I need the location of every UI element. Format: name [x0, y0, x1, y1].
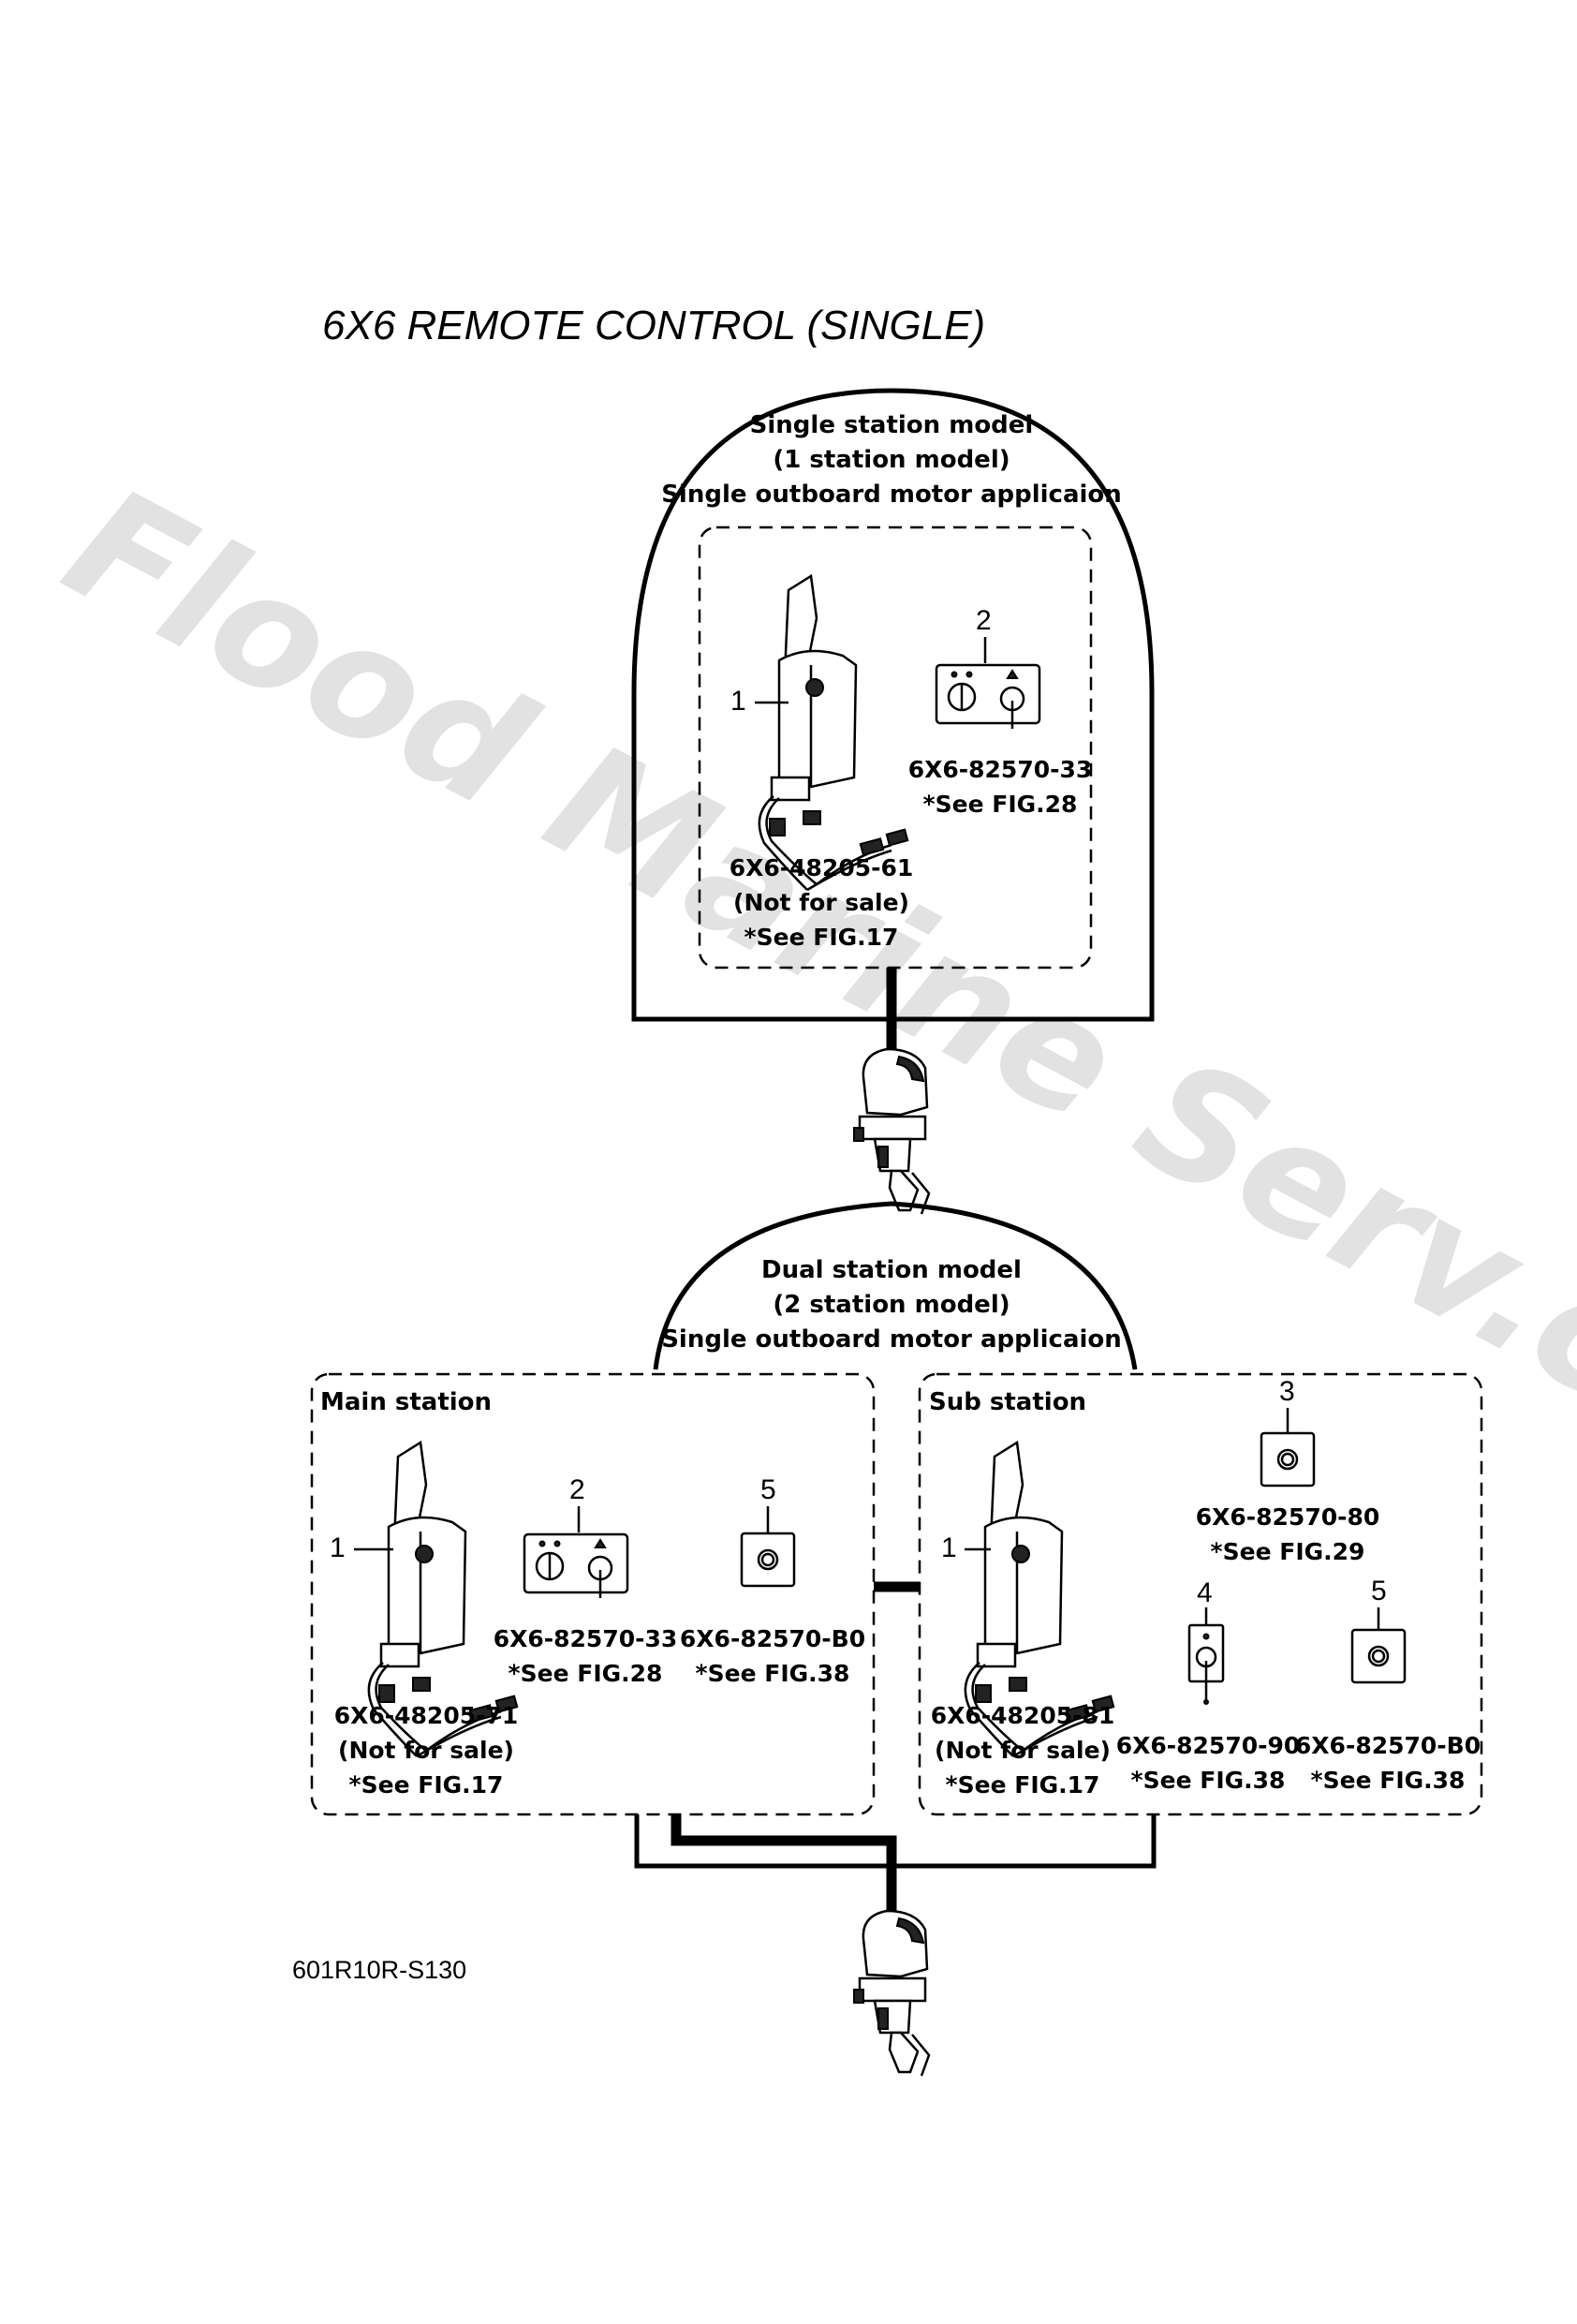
main-box-part-no: 6X6-48205-71 [334, 1702, 519, 1729]
dual-cable [671, 1814, 897, 1911]
sub-callout-5: 5 [1371, 1576, 1387, 1606]
sub-push-switch-icon [1260, 1431, 1316, 1488]
main-station-label: Main station [320, 1388, 492, 1416]
single-header-line-1: Single station model [750, 411, 1034, 439]
single-header-line-3: Single outboard motor applicaion [661, 481, 1122, 509]
page-title: 6X6 REMOTE CONTROL (SINGLE) [322, 303, 985, 348]
sub-stop-switch-icon [1350, 1628, 1407, 1684]
main-switch-ref: *See FIG.28 [508, 1660, 663, 1687]
main-switch-panel-icon [935, 663, 1041, 731]
main-box-ref: *See FIG.17 [349, 1771, 504, 1799]
sub-box-part-no: 6X6-48205-81 [931, 1702, 1115, 1729]
dual-station-section: Dual station model (2 station model) Sin… [310, 1201, 1483, 2078]
main-station-group [310, 1372, 876, 1816]
main-callout-5: 5 [760, 1474, 776, 1505]
dual-station-arch [653, 1201, 1138, 1370]
dual-outboard-motor-icon [852, 1909, 931, 2078]
single-box-part-no: 6X6-48205-61 [730, 854, 914, 881]
single-switch-part-no: 6X6-82570-33 [908, 756, 1093, 783]
main-callout-2: 2 [569, 1474, 585, 1505]
sub-key-ref: *See FIG.38 [1131, 1767, 1286, 1794]
sub-key-switch-icon [1187, 1623, 1225, 1706]
sub-callout-3: 3 [1279, 1376, 1295, 1407]
outboard-motor-icon [852, 1047, 931, 1216]
single-header-line-2: (1 station model) [773, 446, 1010, 474]
drawing-code: 601R10R-S130 [292, 1956, 466, 1984]
main-stop-switch-icon [740, 1532, 796, 1588]
main-box-note: (Not for sale) [338, 1737, 514, 1764]
sub-callout-1: 1 [941, 1532, 957, 1563]
dual-header-line-3: Single outboard motor applicaion [661, 1325, 1122, 1354]
sub-push-ref: *See FIG.29 [1211, 1538, 1365, 1565]
sub-box-note: (Not for sale) [935, 1737, 1111, 1764]
sub-key-part-no: 6X6-82570-90 [1116, 1732, 1301, 1759]
sub-push-part-no: 6X6-82570-80 [1196, 1503, 1380, 1531]
single-station-frame [631, 388, 1155, 1022]
sub-box-ref: *See FIG.17 [946, 1771, 1100, 1799]
sub-stop-ref: *See FIG.38 [1311, 1767, 1466, 1794]
single-station-section: Single station model (1 station model) S… [631, 388, 1155, 1216]
sub-callout-4: 4 [1197, 1577, 1213, 1608]
single-box-ref: *See FIG.17 [744, 924, 899, 951]
single-callout-1: 1 [730, 686, 746, 717]
main-switch-part-no: 6X6-82570-33 [494, 1625, 678, 1652]
single-callout-2: 2 [976, 605, 992, 636]
sub-station-group [918, 1372, 1483, 1816]
sub-stop-part-no: 6X6-82570-B0 [1295, 1732, 1481, 1759]
main-stop-ref: *See FIG.38 [696, 1660, 850, 1687]
dual-header-line-2: (2 station model) [773, 1291, 1010, 1319]
main-stop-part-no: 6X6-82570-B0 [680, 1625, 865, 1652]
main-switch-panel-icon-2 [523, 1532, 629, 1600]
single-switch-ref: *See FIG.28 [923, 791, 1078, 818]
single-box-note: (Not for sale) [733, 889, 909, 916]
sub-station-label: Sub station [929, 1388, 1086, 1416]
main-callout-1: 1 [330, 1532, 346, 1563]
dual-header-line-1: Dual station model [761, 1256, 1022, 1284]
